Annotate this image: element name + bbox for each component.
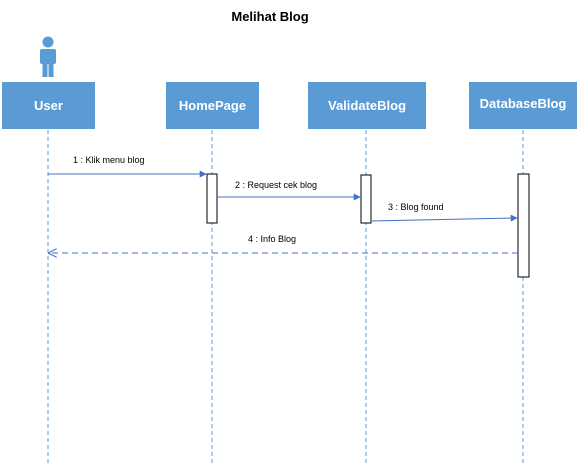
participant-label: DatabaseBlog [480,96,567,111]
activation-validateblog [360,174,372,224]
activation-databaseblog [517,173,530,278]
message-4: 4 : Info Blog [49,234,518,253]
participant-label: User [34,98,63,113]
message-1: 1 : Klik menu blog [48,155,207,178]
participant-label: HomePage [179,98,246,113]
message-arrow [370,214,518,222]
message-label: 2 : Request cek blog [235,180,317,190]
message-label: 4 : Info Blog [248,234,296,244]
participant-homepage: HomePage [166,82,259,129]
message-label: 1 : Klik menu blog [73,155,145,165]
message-3: 3 : Blog found [370,202,518,222]
participant-validateblog: ValidateBlog [308,82,426,129]
diagram-title: Melihat Blog [231,9,308,24]
participant-label: ValidateBlog [328,98,406,113]
message-2: 2 : Request cek blog [217,180,361,201]
message-label: 3 : Blog found [388,202,444,212]
activation-homepage [206,173,218,224]
person-icon [40,36,56,77]
participant-databaseblog: DatabaseBlog [469,82,577,129]
activations [206,173,530,278]
participant-user: User [2,82,95,129]
